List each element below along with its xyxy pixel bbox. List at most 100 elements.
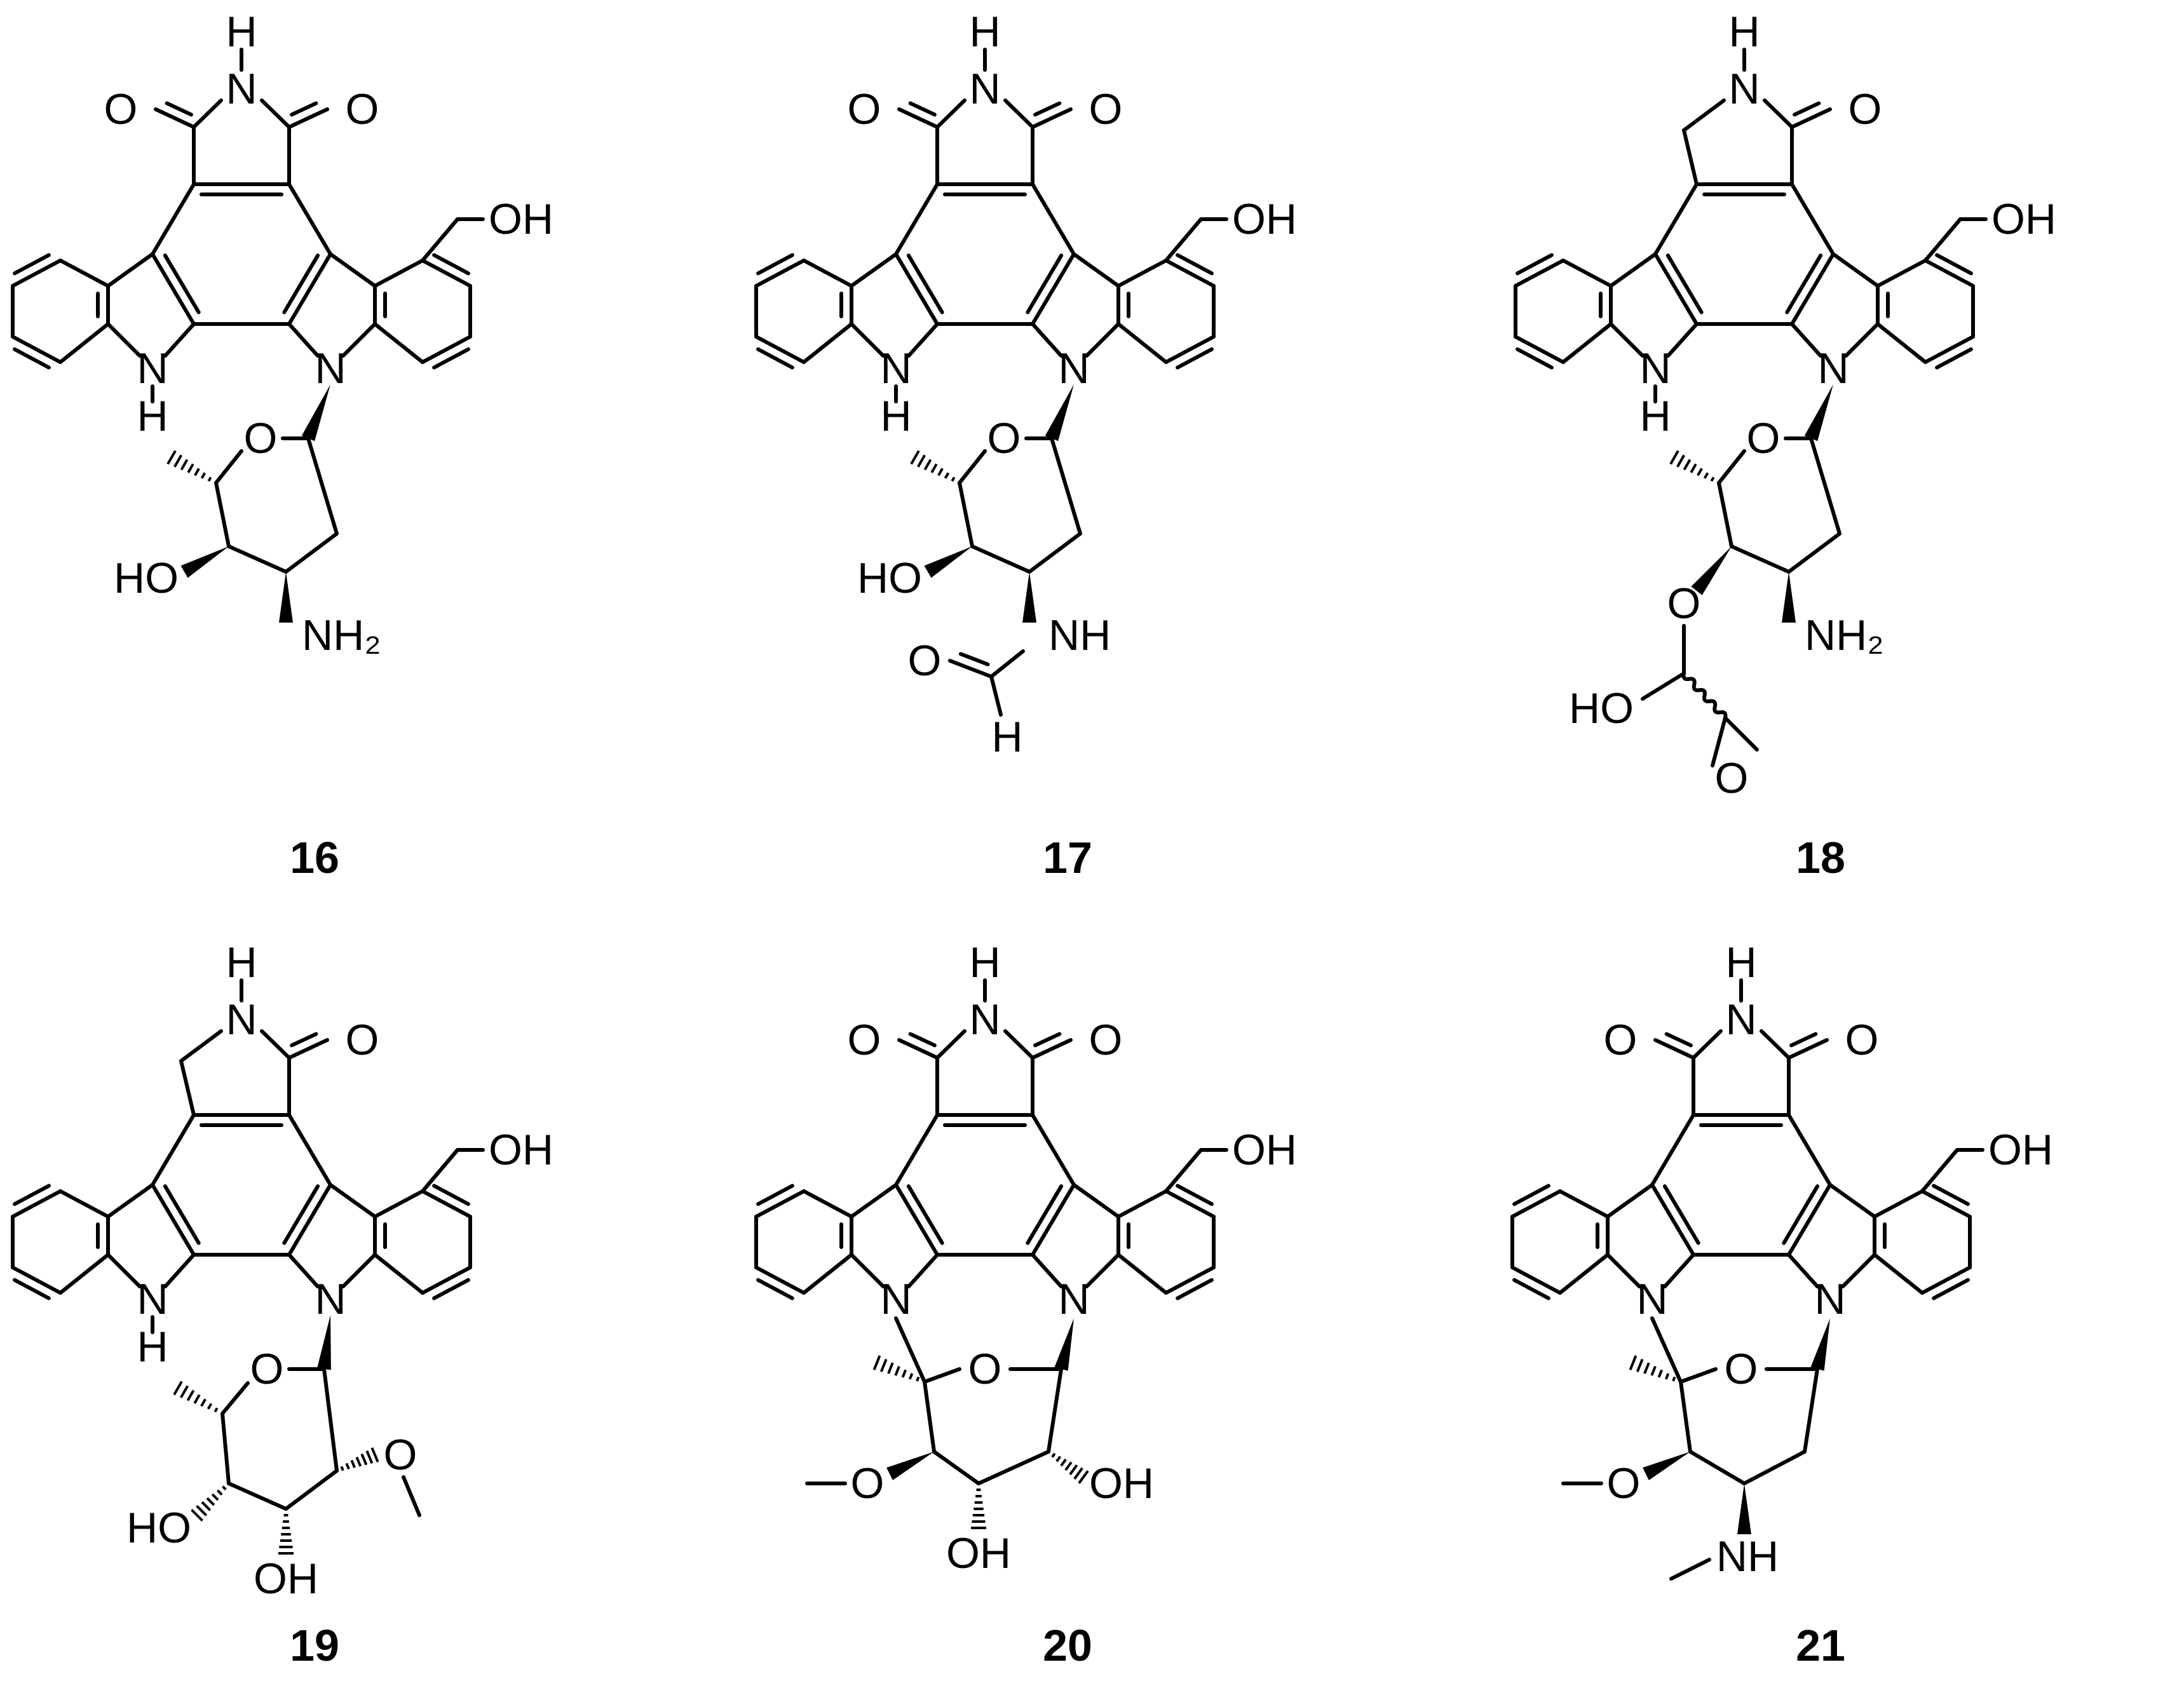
carbonyl-right-inner (290, 101, 318, 117)
central-ring-l2-inner (906, 1184, 944, 1245)
left-pyrrole-b (1666, 322, 1699, 358)
left-benz-4-inner (13, 1278, 51, 1300)
ch-oh-bond (1641, 672, 1686, 701)
central-ring-r2-inner (282, 253, 320, 314)
sugar-ho-label: HO (114, 554, 179, 602)
carbonyl-right (1787, 1038, 1829, 1060)
n-co-bond (1692, 1029, 1723, 1060)
c-oh-bond (1164, 217, 1203, 262)
wedge-bond (1782, 572, 1796, 623)
sugar-oh-bottom: OH (946, 1529, 1011, 1577)
central-ring-r1 (1790, 182, 1835, 256)
left-nh-h-label: H (137, 1323, 168, 1371)
ring-c2-c1 (322, 1367, 339, 1473)
wedge-bond (1054, 1318, 1074, 1371)
central-ring-l1 (1653, 182, 1699, 256)
right-benz-2 (1164, 259, 1216, 288)
central-ring-l2-inner (163, 253, 201, 314)
central-ring-r2 (1031, 1183, 1076, 1257)
right-pyrrole-b (1790, 322, 1822, 358)
n-co-bond (935, 1029, 967, 1060)
carbonyl-o-left: O (104, 85, 138, 133)
carbonyl-o-right: O (1845, 1016, 1879, 1064)
left-benz-2 (11, 259, 62, 288)
amine-nh2-label: NH₂ (1805, 611, 1884, 659)
left-nh-h-label: H (880, 392, 911, 440)
c-oh-bond (421, 217, 459, 262)
right-benz-1 (1876, 259, 1927, 288)
right-benz-1 (373, 1189, 424, 1219)
right-benz-5 (1116, 1253, 1168, 1295)
right-n-label: N (315, 344, 346, 393)
pyran-o-label: O (1747, 414, 1780, 463)
right-pyrrole-c (341, 322, 377, 358)
right-pyrrole-a (1831, 252, 1880, 288)
wavy-bond (1681, 672, 1728, 720)
central-ring-r2-inner (1026, 1184, 1064, 1245)
left-benz-5 (58, 322, 110, 364)
ring-c4-c3 (1730, 544, 1791, 574)
ring-c5-c4 (1717, 481, 1733, 548)
n-co-bond-right (1763, 98, 1794, 129)
n1-c-bond (1650, 1316, 1683, 1384)
left-pyrrole-b (1663, 1253, 1695, 1288)
left-benz-2 (754, 1189, 806, 1219)
carbonyl-right-inner (1793, 101, 1821, 117)
left-pyrrole-a (1609, 252, 1657, 288)
pyran-o-label: O (968, 1345, 1002, 1393)
right-benz-4-inner (1176, 1278, 1214, 1300)
right-pyrrole-c (1841, 1253, 1876, 1288)
right-n-label: N (1814, 1275, 1845, 1323)
right-pyrrole-c (1085, 322, 1120, 358)
central-ring-r2 (1790, 252, 1835, 326)
left-pyrrole-c (850, 1253, 885, 1288)
left-pyrrole-a (106, 1183, 154, 1219)
right-benz-1 (373, 259, 424, 288)
carbonyl-left (154, 107, 196, 129)
left-pyrrole-b (907, 322, 939, 358)
carbonyl-o-left: O (848, 1016, 881, 1064)
right-benz-5 (1116, 322, 1168, 364)
carbonyl-left (897, 1038, 939, 1060)
left-benz-2 (1510, 1189, 1562, 1219)
left-benz-4 (11, 1266, 62, 1295)
central-ring-l2-inner (163, 1184, 201, 1245)
carbonyl-left (1653, 1038, 1695, 1060)
central-ring-l2 (151, 1183, 196, 1257)
left-benz-5 (802, 322, 853, 364)
methylamine-nh-label: NH (1716, 1532, 1779, 1581)
carbonyl-o-left: O (848, 85, 881, 133)
o-bond-b (220, 1381, 250, 1415)
ring-a (1679, 1380, 1692, 1454)
left-benz-4 (754, 1266, 806, 1295)
carbonyl-left-inner (908, 1032, 937, 1048)
left-pyrrole-a (1606, 1183, 1654, 1219)
left-benz-5 (58, 1253, 110, 1295)
carbonyl-right-inner (1033, 101, 1062, 117)
right-benz-2-inner (432, 253, 470, 276)
carbonyl-left-inner (165, 101, 193, 117)
n-co-bond-right (260, 1029, 291, 1060)
ring-c3-c2 (284, 1469, 339, 1511)
right-pyrrole-a (1828, 1183, 1876, 1219)
hash-bond (173, 1381, 219, 1413)
hash-bond (1629, 1355, 1676, 1382)
central-ring-l2 (151, 252, 196, 326)
phenol-oh-label: OH (489, 195, 553, 243)
right-benz-4-inner (1932, 1278, 1970, 1300)
sugar-ho-label: HO (126, 1504, 191, 1552)
left-benz-5 (802, 1253, 853, 1295)
sugar-ho-label: HO (857, 554, 922, 602)
right-benz-4-inner (432, 1278, 470, 1300)
formyl-c-h (989, 675, 1003, 717)
left-benz-2-inner (13, 253, 51, 276)
left-pyrrole-a (850, 252, 898, 288)
central-ring-l1 (1650, 1113, 1695, 1187)
central-ring-r2-inner (282, 1184, 320, 1245)
wedge-bond (1643, 1452, 1690, 1480)
central-ring-l2 (1653, 252, 1699, 326)
compound-number-19: 19 (290, 1621, 339, 1670)
o-bond-b (214, 449, 243, 485)
left-pyrrole-b (163, 322, 196, 358)
